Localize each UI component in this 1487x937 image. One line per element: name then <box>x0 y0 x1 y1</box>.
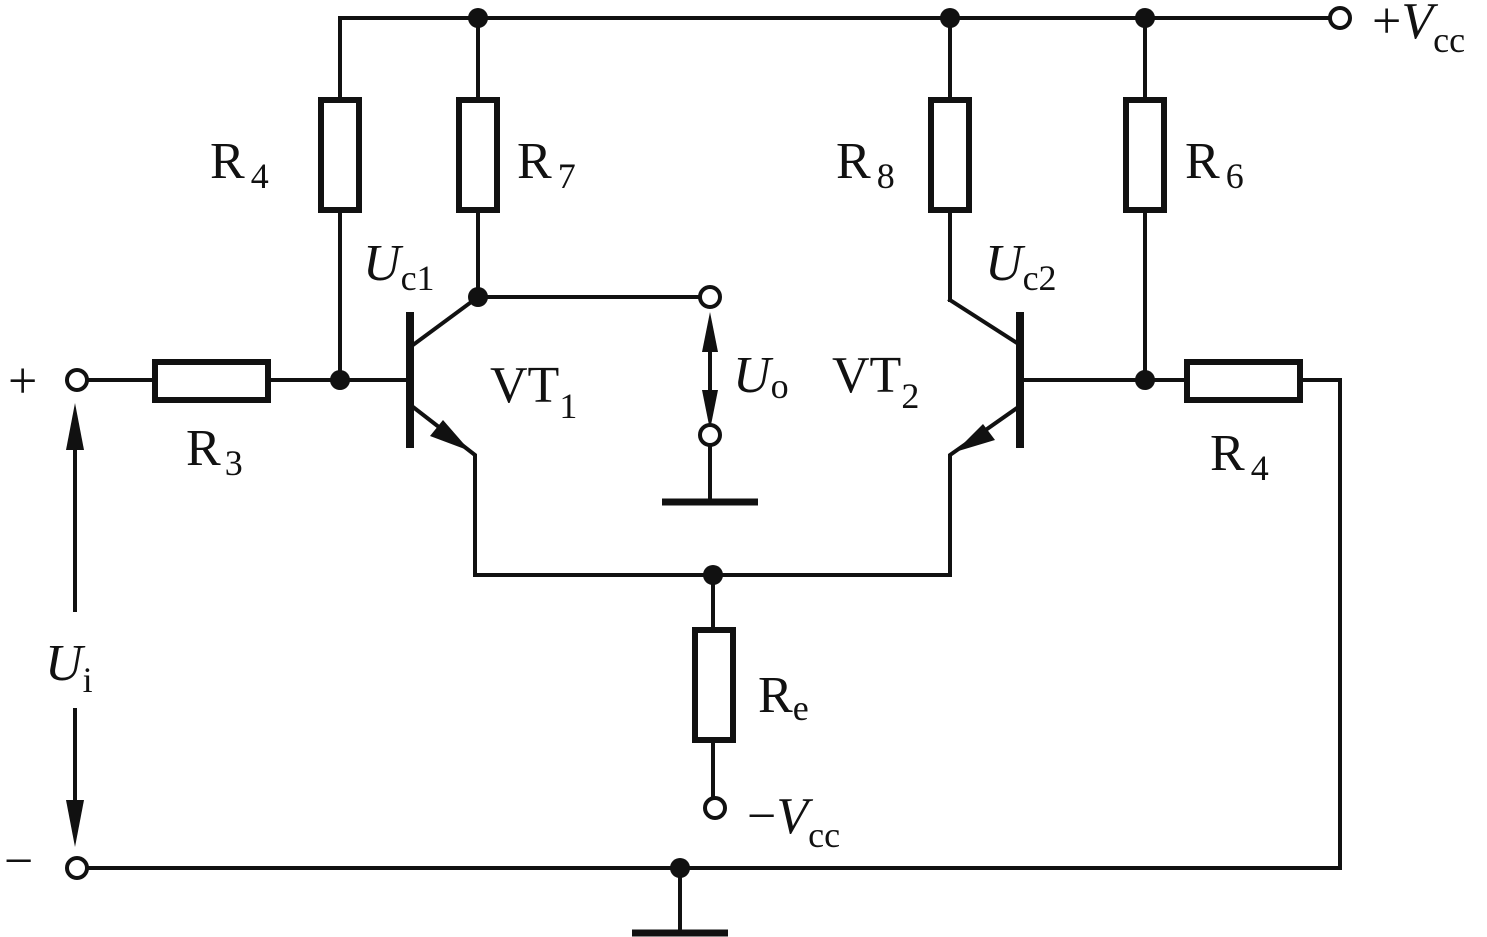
junction-dot-icon <box>468 8 488 28</box>
vcc-negative-label: −Vcc <box>747 788 840 855</box>
vt2-label: VT2 <box>832 347 919 416</box>
terminal-icon <box>703 796 727 820</box>
junction-dot-icon <box>1135 370 1155 390</box>
resistor-icon <box>152 359 271 403</box>
terminal-icon <box>65 856 89 880</box>
junctions <box>330 8 1155 878</box>
resistor-icon <box>456 97 500 213</box>
resistor-icon <box>1184 359 1303 403</box>
transistor-vt1 <box>406 312 470 451</box>
vt1-label: VT1 <box>490 357 577 426</box>
resistor-icon <box>928 97 972 213</box>
wire-vt1-collector <box>410 294 481 348</box>
resistors <box>152 97 1303 743</box>
input-plus-label: + <box>8 353 37 410</box>
grounds <box>632 498 758 937</box>
resistor-icon <box>318 97 362 213</box>
junction-dot-icon <box>468 287 488 307</box>
input-minus-label: − <box>4 833 33 890</box>
ui-label: Ui <box>45 635 93 700</box>
re-label: Re <box>758 667 809 728</box>
wire-base2-r4 <box>1018 378 1342 870</box>
uc1-label: Uc1 <box>363 235 435 298</box>
uo-voltage-arrow <box>702 312 718 430</box>
emitter-arrow-icon <box>955 424 995 452</box>
wire-vt2-collector <box>947 297 1020 346</box>
terminal-icon <box>698 285 722 309</box>
terminal-icon <box>698 423 722 447</box>
voltage-arrow-icon <box>702 390 718 430</box>
resistor-icon <box>692 627 736 743</box>
junction-dot-icon <box>670 858 690 878</box>
junction-dot-icon <box>703 565 723 585</box>
junction-dot-icon <box>940 8 960 28</box>
terminal-icon <box>65 368 89 392</box>
resistor-icon <box>1123 97 1167 213</box>
emitter-arrow-icon <box>430 420 470 451</box>
voltage-arrow-icon <box>702 312 718 352</box>
uo-label: Uo <box>733 347 789 406</box>
vcc-positive-label: +Vcc <box>1372 0 1465 60</box>
uc2-label: Uc2 <box>985 235 1057 298</box>
junction-dot-icon <box>330 370 350 390</box>
ui-voltage-arrow <box>66 403 84 847</box>
terminal-icon <box>1328 6 1352 30</box>
voltage-arrow-icon <box>66 800 84 847</box>
transistor-vt2 <box>955 312 1024 452</box>
junction-dot-icon <box>1135 8 1155 28</box>
voltage-arrow-icon <box>66 403 84 450</box>
terminals <box>65 6 1352 880</box>
